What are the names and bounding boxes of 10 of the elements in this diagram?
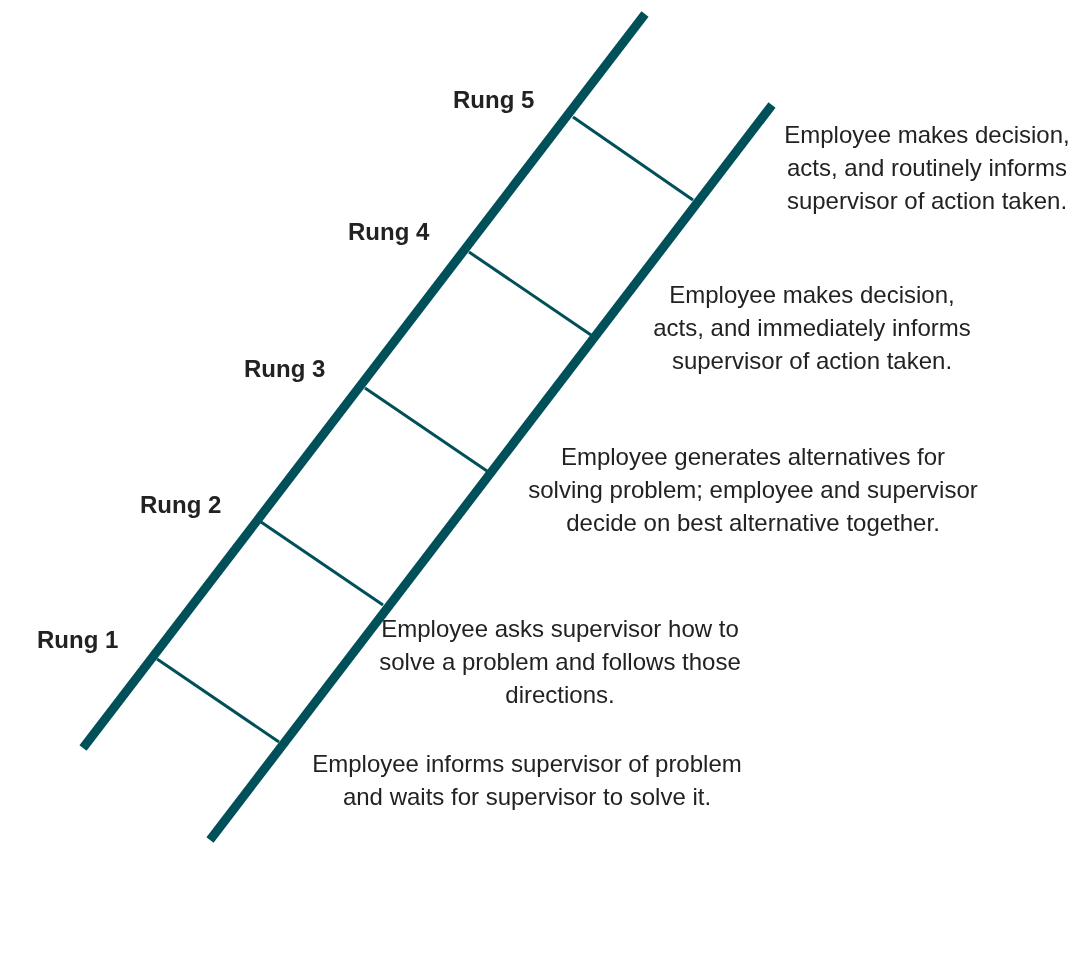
rung-description: Employee makes decision, acts, and immediately informs supervisor of action taken.: [652, 280, 972, 376]
rung-label: Rung 3: [244, 354, 326, 384]
rung-label: Rung 5: [453, 85, 535, 115]
rung-label: Rung 4: [348, 217, 430, 247]
rung-description: Employee makes decision, acts, and routinely informs supervisor of action taken.: [783, 120, 1071, 216]
rung-label: Rung 2: [140, 490, 222, 520]
rung-description: Employee generates alternatives for solving problem; employee and supervisor decide on best alternative together.: [528, 442, 978, 538]
rung-description: Employee informs supervisor of problem and waits for supervisor to solve it.: [311, 749, 743, 812]
rung-label: Rung 1: [37, 625, 119, 655]
rung-description: Employee asks supervisor how to solve a problem and follows those directions.: [378, 614, 742, 710]
